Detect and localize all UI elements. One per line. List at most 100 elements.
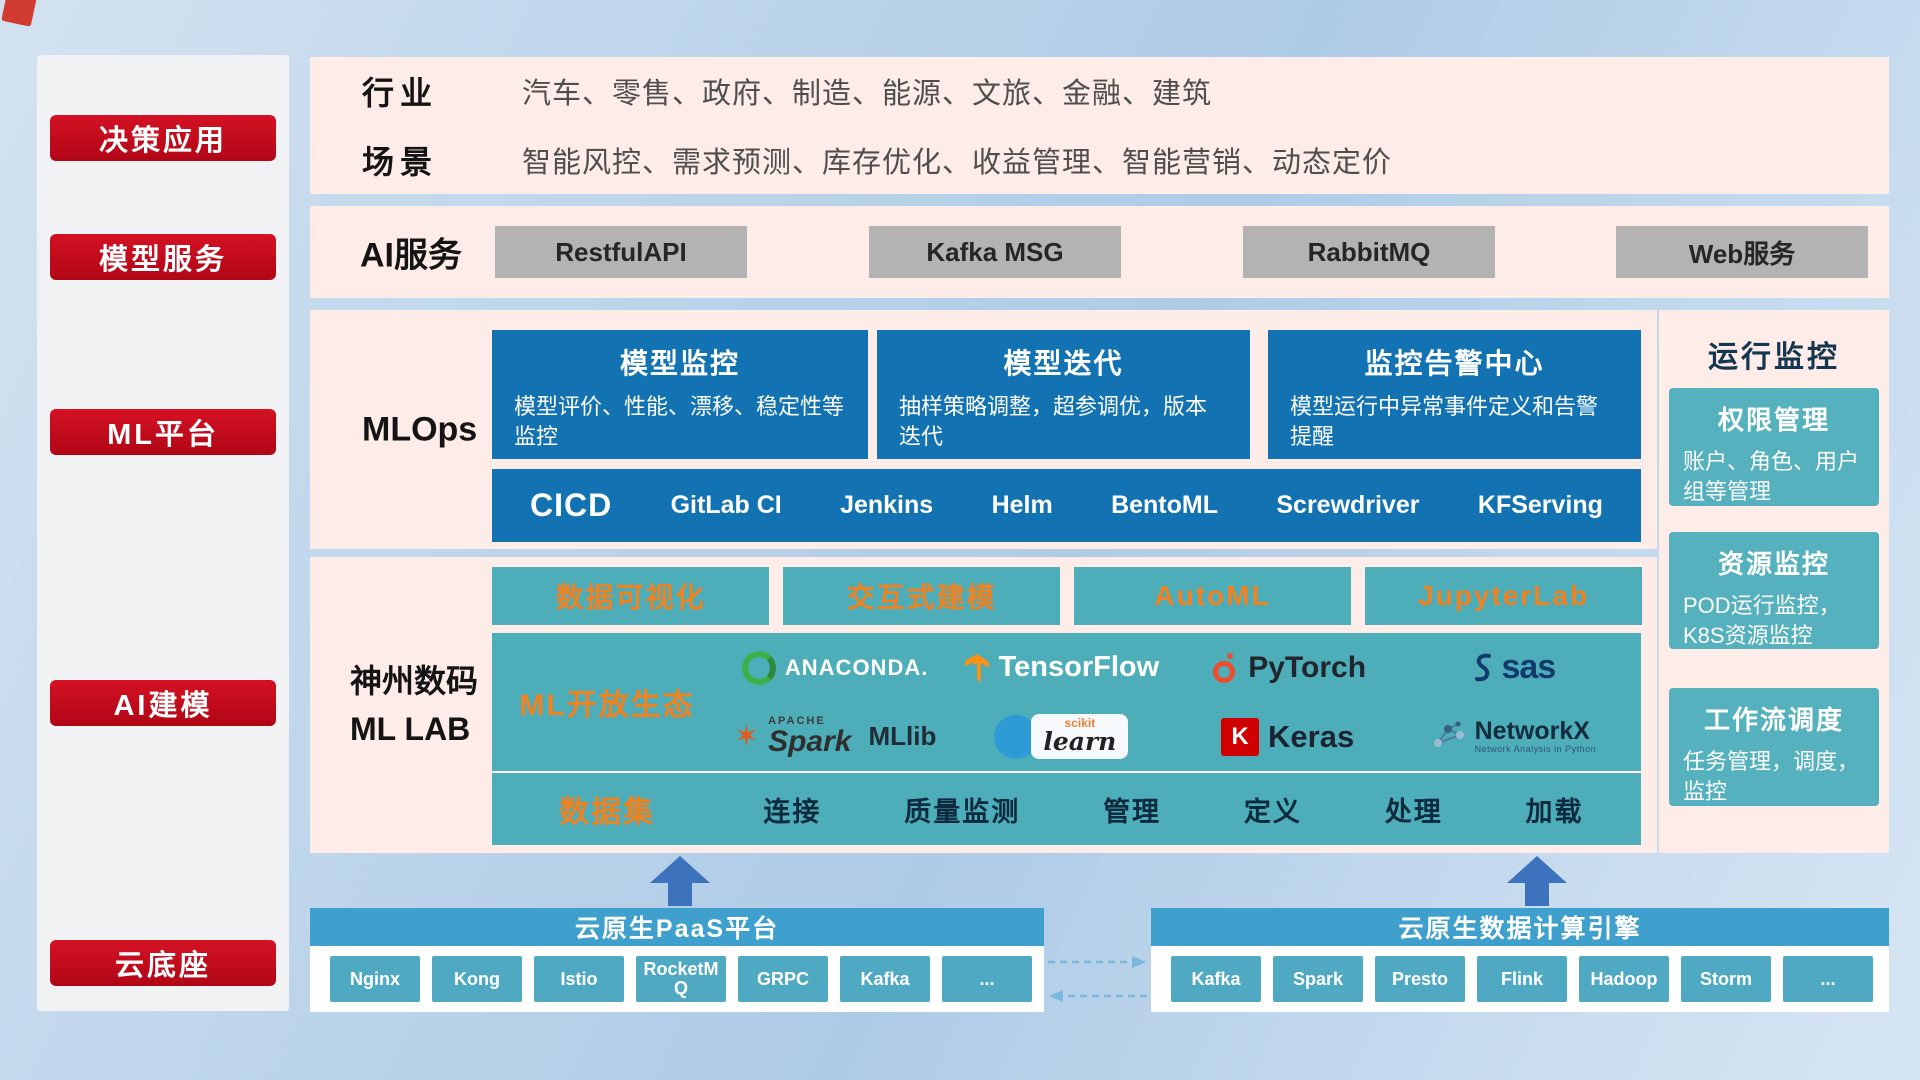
- scikit-label: scikit: [1064, 716, 1096, 731]
- dataset-items: 连接 质量监测 管理 定义 处理 加载: [722, 790, 1641, 829]
- rocketmq-chip: RocketMQ: [636, 956, 726, 1002]
- grpc-chip: GRPC: [738, 956, 828, 1002]
- alert-center-card: 监控告警中心 模型运行中异常事件定义和告警提醒: [1268, 330, 1641, 459]
- mllab-label-line1: 神州数码: [350, 663, 479, 699]
- sas-logo: sas: [1473, 648, 1556, 687]
- storm-chip: Storm: [1681, 956, 1771, 1002]
- card-desc: 账户、角色、用户组等管理: [1683, 449, 1860, 504]
- mllab-label-line2: ML LAB: [350, 711, 471, 747]
- mllib-wordmark: MLlib: [868, 721, 937, 751]
- dataset-bar: 数据集 连接 质量监测 管理 定义 处理 加载: [492, 773, 1641, 845]
- anaconda-wordmark: ANACONDA.: [784, 654, 929, 680]
- keras-k-icon: K: [1221, 717, 1260, 756]
- anaconda-logo: ANACONDA.: [741, 650, 929, 685]
- runtime-monitoring-title: 运行监控: [1708, 341, 1840, 374]
- cicd-bar: CICD GitLab CI Jenkins Helm BentoML Scre…: [492, 469, 1641, 542]
- mllab-panel: 神州数码 ML LAB 数据可视化 交互式建模 AutoML JupyterLa…: [310, 557, 1657, 853]
- more2-chip: ...: [1783, 956, 1873, 1002]
- data-flow-arrows-icon: [1048, 956, 1147, 1002]
- hadoop-chip: Hadoop: [1579, 956, 1669, 1002]
- engine-components-strip: Kafka Spark Presto Flink Hadoop Storm ..…: [1151, 946, 1889, 1012]
- data-engine-bar: 云原生数据计算引擎: [1151, 908, 1889, 946]
- learn-wordmark: learn: [1043, 727, 1117, 757]
- jupyterlab-box: JupyterLab: [1365, 567, 1642, 625]
- mllab-label: 神州数码 ML LAB: [350, 657, 478, 753]
- up-arrow-engine-icon: [1507, 856, 1567, 906]
- runtime-monitoring-panel: 运行监控 权限管理 账户、角色、用户组等管理 资源监控 POD运行监控，K8S资…: [1659, 310, 1889, 853]
- layer-ml-platform: ML平台: [50, 409, 276, 455]
- ai-service-label: AI服务: [360, 236, 462, 275]
- industry-label: 行业: [362, 75, 439, 112]
- nginx-chip: Nginx: [330, 956, 420, 1002]
- card-title: 权限管理: [1717, 405, 1830, 435]
- paas-components-strip: Nginx Kong Istio RocketMQ GRPC Kafka ...: [310, 946, 1044, 1012]
- automl-box: AutoML: [1074, 567, 1351, 625]
- scenario-label: 场景: [362, 143, 439, 180]
- networkx-icon: [1433, 721, 1464, 748]
- corner-logo-icon: [1, 0, 37, 27]
- kong-chip: Kong: [432, 956, 522, 1002]
- scikit-learn-logo: scikit learn: [994, 714, 1129, 759]
- data-visualization-box: 数据可视化: [492, 567, 769, 625]
- spark-chip: Spark: [1273, 956, 1363, 1002]
- resource-monitoring-card: 资源监控 POD运行监控，K8S资源监控: [1669, 532, 1879, 649]
- layer-ai-modeling: AI建模: [50, 680, 276, 726]
- interactive-modeling-box: 交互式建模: [783, 567, 1060, 625]
- rabbitmq-box: RabbitMQ: [1243, 226, 1495, 278]
- keras-logo: K Keras: [1221, 717, 1354, 756]
- scenario-list: 智能风控、需求预测、库存优化、收益管理、智能营销、动态定价: [522, 146, 1393, 179]
- layer-cloud-base: 云底座: [50, 940, 276, 986]
- scikit-blob-icon: [994, 714, 1039, 759]
- dataset-load: 加载: [1525, 796, 1584, 827]
- ai-service-panel: AI服务 RestfulAPI Kafka MSG RabbitMQ Web服务: [310, 206, 1889, 298]
- ml-ecosystem-label: ML开放生态: [519, 689, 695, 722]
- card-title: 工作流调度: [1703, 705, 1844, 735]
- restfulapi-box: RestfulAPI: [495, 226, 747, 278]
- presto-chip: Presto: [1375, 956, 1465, 1002]
- dataset-process: 处理: [1384, 796, 1443, 827]
- kafka-chip: Kafka: [840, 956, 930, 1002]
- pytorch-wordmark: PyTorch: [1248, 650, 1367, 684]
- flink-chip: Flink: [1477, 956, 1567, 1002]
- more-chip: ...: [942, 956, 1032, 1002]
- networkx-logo: NetworkX Network Analysis in Python: [1432, 717, 1597, 755]
- industry-list: 汽车、零售、政府、制造、能源、文旅、金融、建筑: [522, 78, 1213, 111]
- dataset-label: 数据集: [559, 796, 655, 829]
- tensorflow-icon: [964, 653, 989, 682]
- web-service-box: Web服务: [1616, 226, 1868, 278]
- cicd-bentoml: BentoML: [1111, 491, 1218, 519]
- cicd-kfserving: KFServing: [1477, 491, 1603, 519]
- layer-sidebar: 决策应用 模型服务 ML平台 AI建模 云底座: [37, 55, 289, 1011]
- apache-label: APACHE: [768, 715, 826, 727]
- spark-wordmark: Spark: [768, 725, 852, 758]
- pytorch-logo: PyTorch: [1209, 651, 1366, 685]
- spark-mllib-logo: ✶ APACHE Spark MLlib: [734, 716, 936, 757]
- layer-model-service: 模型服务: [50, 234, 276, 280]
- sas-wordmark: sas: [1501, 648, 1557, 686]
- industry-row: 行业 汽车、零售、政府、制造、能源、文旅、金融、建筑: [310, 57, 1889, 126]
- card-title: 监控告警中心: [1364, 348, 1545, 379]
- scenario-row: 场景 智能风控、需求预测、库存优化、收益管理、智能营销、动态定价: [310, 126, 1889, 195]
- mlops-label: MLOps: [362, 410, 478, 448]
- layer-decision-apps: 决策应用: [50, 115, 276, 161]
- istio-chip: Istio: [534, 956, 624, 1002]
- tensorflow-wordmark: TensorFlow: [998, 651, 1160, 683]
- cicd-gitlab-ci: GitLab CI: [670, 491, 782, 519]
- anaconda-icon: [741, 650, 776, 685]
- spark-star-icon: ✶: [733, 719, 760, 753]
- card-desc: 抽样策略调整，超参调优，版本迭代: [899, 394, 1208, 449]
- pytorch-icon: [1213, 652, 1236, 683]
- card-desc: 模型运行中异常事件定义和告警提醒: [1290, 394, 1599, 449]
- paas-platform-bar: 云原生PaaS平台: [310, 908, 1044, 946]
- cicd-label: CICD: [530, 487, 613, 523]
- up-arrow-paas-icon: [650, 856, 710, 906]
- card-title: 模型监控: [619, 348, 740, 379]
- networkx-subtitle: Network Analysis in Python: [1474, 744, 1597, 755]
- dataset-define: 定义: [1243, 796, 1302, 827]
- mlops-panel: MLOps 模型监控 模型评价、性能、漂移、稳定性等监控 模型迭代 抽样策略调整…: [310, 310, 1657, 549]
- sas-icon: [1474, 653, 1491, 681]
- card-title: 资源监控: [1717, 549, 1830, 579]
- dataset-manage: 管理: [1103, 796, 1162, 827]
- ecosystem-logo-grid: ANACONDA. TensorFlow PyTorch sas ✶: [722, 633, 1641, 771]
